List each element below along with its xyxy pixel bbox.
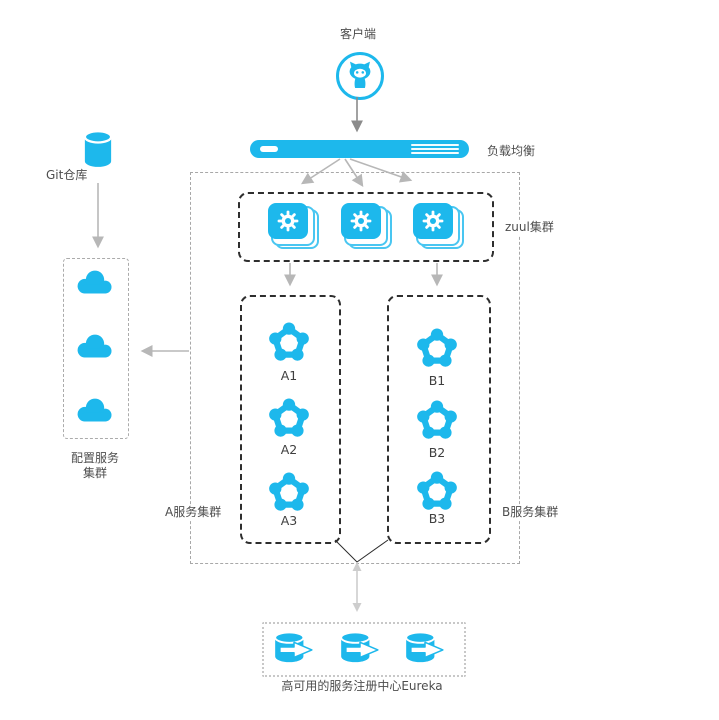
eureka-registry-label: 高可用的服务注册中心Eureka bbox=[281, 679, 443, 693]
eureka-database-sync-icon bbox=[272, 632, 316, 664]
cloud-icon bbox=[73, 396, 117, 425]
service-a2-label: A2 bbox=[280, 442, 298, 457]
service-node-icon bbox=[414, 469, 460, 515]
cloud-icon bbox=[73, 332, 117, 361]
service-a3-label: A3 bbox=[280, 513, 298, 528]
cluster-a-label: A服务集群 bbox=[162, 505, 225, 520]
eureka-database-sync-icon bbox=[403, 632, 447, 664]
service-b3-label: B3 bbox=[428, 511, 446, 526]
zuul-cluster-label: zuul集群 bbox=[502, 220, 557, 235]
service-b2-label: B2 bbox=[428, 445, 446, 460]
gear-icon bbox=[341, 203, 381, 239]
eureka-registry-box bbox=[262, 622, 466, 677]
client-node bbox=[336, 52, 384, 100]
client-label: 客户端 bbox=[339, 27, 376, 41]
service-b1-label: B1 bbox=[428, 373, 446, 388]
arrowhead-down bbox=[352, 603, 362, 612]
zuul-cluster-box bbox=[238, 192, 494, 262]
service-node-icon bbox=[266, 396, 312, 442]
service-cluster-b-box bbox=[387, 295, 491, 544]
github-octocat-icon bbox=[344, 59, 376, 93]
gear-icon bbox=[413, 203, 453, 239]
eureka-database-sync-icon bbox=[338, 632, 382, 664]
zuul-instance-2 bbox=[341, 203, 392, 249]
cloud-icon bbox=[73, 268, 117, 297]
service-node-icon bbox=[414, 398, 460, 444]
service-a1-label: A1 bbox=[280, 368, 298, 383]
config-cluster-label: 配置服务 集群 bbox=[53, 451, 137, 481]
cluster-b-label: B服务集群 bbox=[499, 505, 562, 520]
load-balancer-label: 负载均衡 bbox=[487, 144, 536, 158]
service-node-icon bbox=[266, 320, 312, 366]
service-node-icon bbox=[414, 326, 460, 372]
load-balancer-bar bbox=[250, 140, 469, 158]
zuul-instance-3 bbox=[413, 203, 464, 249]
gear-icon bbox=[268, 203, 308, 239]
config-cluster-box bbox=[63, 258, 129, 439]
git-repo-label: Git仓库 bbox=[46, 168, 88, 182]
config-cluster-label-line1: 配置服务 bbox=[70, 451, 119, 465]
zuul-instance-1 bbox=[268, 203, 319, 249]
load-balancer-vents-icon bbox=[411, 144, 459, 156]
service-node-icon bbox=[266, 470, 312, 516]
config-cluster-label-line2: 集群 bbox=[82, 466, 107, 480]
service-cluster-a-box bbox=[240, 295, 341, 544]
load-balancer-led bbox=[260, 146, 278, 152]
git-repo-database-icon bbox=[83, 129, 113, 171]
